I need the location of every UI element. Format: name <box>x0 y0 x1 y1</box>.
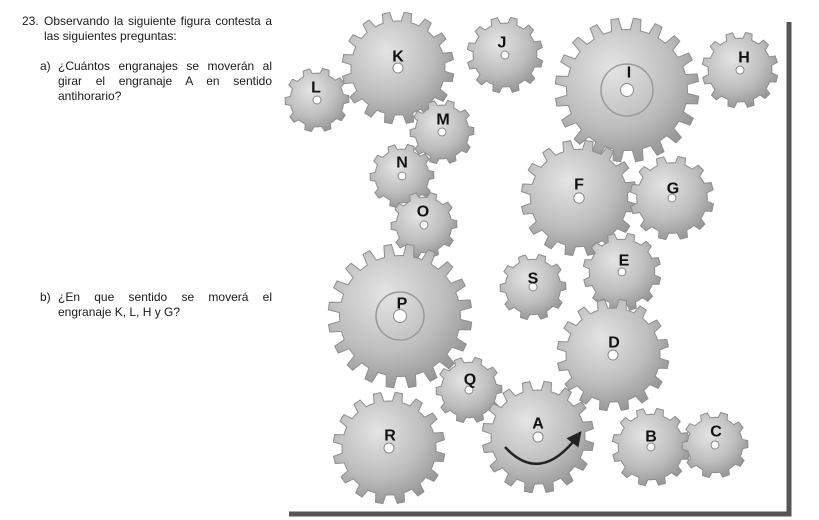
gear-hub <box>393 309 407 323</box>
gear-hub <box>607 349 619 361</box>
gear-label: B <box>645 429 657 446</box>
gear-label: Q <box>464 372 476 389</box>
gear-q: Q <box>435 356 503 424</box>
gear-label: C <box>710 424 722 441</box>
gear-b: B <box>611 407 691 487</box>
gear-h: H <box>701 31 779 109</box>
gear-l: L <box>284 67 350 133</box>
item-letter: a) <box>40 59 51 73</box>
gear-hub <box>573 192 585 204</box>
gear-label: P <box>397 296 408 313</box>
gear-hub <box>312 95 322 105</box>
gear-label: H <box>738 50 750 67</box>
gear-i: I <box>554 17 700 163</box>
question-item-a: a) ¿Cuántos engranajes se moverán al gir… <box>40 59 272 104</box>
gear-hub <box>397 171 407 181</box>
gear-label: S <box>528 271 539 288</box>
gear-m: M <box>409 99 475 165</box>
gear-j: J <box>466 16 544 94</box>
gear-g: G <box>629 155 715 241</box>
gear-label: N <box>396 155 408 172</box>
question-block: 23. Observando la siguiente figura conte… <box>22 14 272 104</box>
gear-hub <box>735 65 745 75</box>
gear-label: L <box>311 80 321 97</box>
question-number: 23. <box>22 14 39 28</box>
question-item-b: b) ¿En que sentido se moverá el engranaj… <box>40 290 272 320</box>
gear-ring <box>375 291 425 341</box>
gear-f: F <box>520 139 638 257</box>
gear-label: E <box>619 253 630 270</box>
gear-hub <box>464 385 474 395</box>
gear-hub <box>419 220 429 230</box>
gear-hub <box>620 83 634 97</box>
gear-label: J <box>498 35 507 52</box>
gear-r: R <box>332 391 446 505</box>
gear-hub <box>617 267 627 277</box>
gear-p: P <box>327 243 473 389</box>
gear-label: M <box>436 112 449 129</box>
item-text: ¿Cuántos engranajes se moverán al girar … <box>58 59 272 103</box>
question-prompt: Observando la siguiente figura contesta … <box>44 14 272 43</box>
item-text: ¿En que sentido se moverá el engranaje K… <box>58 290 272 319</box>
gear-label: F <box>574 177 584 194</box>
rotation-arrow-icon <box>504 431 582 465</box>
gear-d: D <box>556 298 670 412</box>
frame-wall <box>289 22 792 517</box>
gear-label: G <box>667 181 679 198</box>
gear-hub <box>667 193 677 203</box>
gear-label: D <box>608 335 620 352</box>
question-header: 23. Observando la siguiente figura conte… <box>22 14 272 44</box>
gear-o: O <box>390 191 458 259</box>
gear-label: A <box>532 416 544 433</box>
gear-hub <box>500 50 510 60</box>
gear-hub <box>646 442 656 452</box>
gear-ring <box>600 63 654 117</box>
gear-n: N <box>369 143 435 209</box>
gear-hub <box>437 127 447 137</box>
gear-hub <box>383 442 395 454</box>
gear-k: K <box>341 11 455 125</box>
gear-s: S <box>499 253 567 321</box>
gear-hub <box>392 62 404 74</box>
gear-label: I <box>627 65 631 82</box>
gear-a: A <box>481 380 595 494</box>
gear-label: O <box>417 204 429 221</box>
gear-hub <box>528 282 538 292</box>
gear-c: C <box>681 411 749 479</box>
gears-layer: K J I H L M N O F G E S P D Q A R B C <box>284 11 779 505</box>
gear-hub <box>710 440 720 450</box>
gear-label: K <box>392 49 404 66</box>
item-letter: b) <box>40 290 51 304</box>
gear-hub <box>532 431 544 443</box>
gear-label: R <box>384 428 396 445</box>
gear-e: E <box>582 232 662 312</box>
